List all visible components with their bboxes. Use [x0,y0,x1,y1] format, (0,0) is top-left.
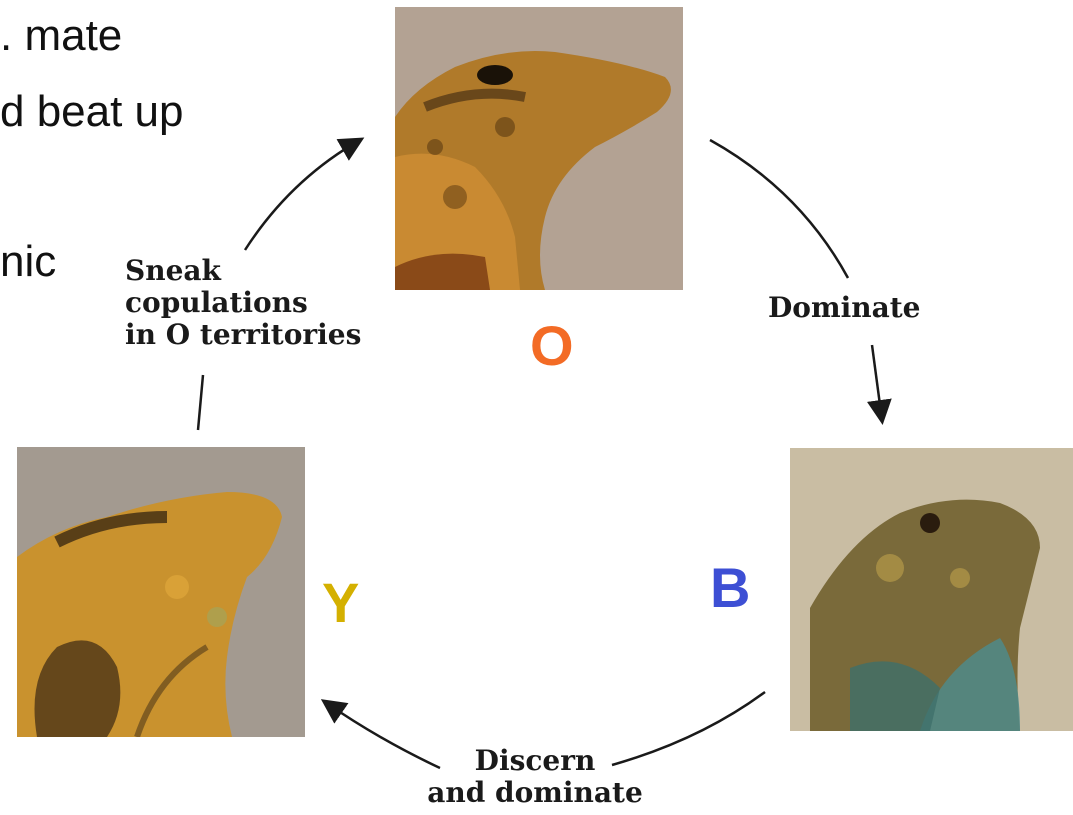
morph-letter-yellow: Y [322,575,359,631]
morph-letter-orange: O [530,318,574,374]
discern-label-line-2: and dominate [420,777,650,809]
arrow-sneak-to-orange [245,140,360,250]
sneak-label: Sneak copulations in O territories [125,255,361,351]
discern-label-line-1: Discern [420,745,650,777]
sneak-label-line-2: copulations [125,287,361,319]
discern-label: Discern and dominate [420,745,650,809]
morph-letter-blue: B [710,560,750,616]
arrow-sneak-tail [198,375,203,430]
sneak-label-line-1: Sneak [125,255,361,287]
dominate-label: Dominate [768,292,920,324]
arrow-orange-dominate [710,140,848,278]
arrow-dominate-to-blue [872,345,882,420]
sneak-label-line-3: in O territories [125,319,361,351]
